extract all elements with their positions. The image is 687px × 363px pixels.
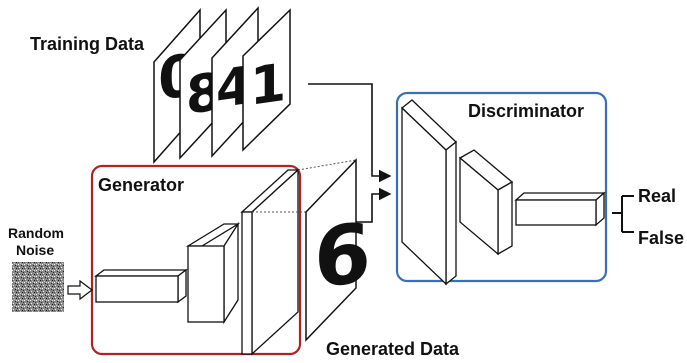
random-noise-image <box>12 262 64 312</box>
discriminator-block-3 <box>514 191 606 227</box>
generated-digit: 6 <box>314 206 371 307</box>
output-real-label: Real <box>638 186 676 206</box>
discriminator-block-2 <box>458 149 514 256</box>
training-data-stack: 0 8 4 1 <box>153 6 291 164</box>
training-to-discriminator-line <box>308 83 392 183</box>
output-bracket <box>612 195 634 233</box>
generator-block-3 <box>240 168 300 356</box>
noise-input-arrow <box>67 279 93 301</box>
discriminator-block-1 <box>401 99 457 286</box>
generated-data-label: Generated Data <box>326 339 460 358</box>
discriminator-label: Discriminator <box>468 101 584 121</box>
generator-block-1 <box>94 268 188 304</box>
training-sheet-4: 1 <box>242 8 291 152</box>
projection-line-top <box>297 159 357 171</box>
generator-label: Generator <box>98 175 184 195</box>
discriminator-box <box>395 91 608 283</box>
training-data-label: Training Data <box>30 34 145 54</box>
generator-box <box>90 164 302 356</box>
generated-data-sheet: 6 <box>305 158 371 342</box>
output-false-label: False <box>638 228 684 248</box>
training-digit-4: 1 <box>250 53 286 118</box>
training-sheet-3: 4 <box>211 6 259 158</box>
generator-block-2 <box>185 221 241 325</box>
generated-to-discriminator-line <box>356 187 392 223</box>
random-noise-label-line1: Random <box>8 225 64 241</box>
random-noise-label-line2: Noise <box>16 242 54 258</box>
